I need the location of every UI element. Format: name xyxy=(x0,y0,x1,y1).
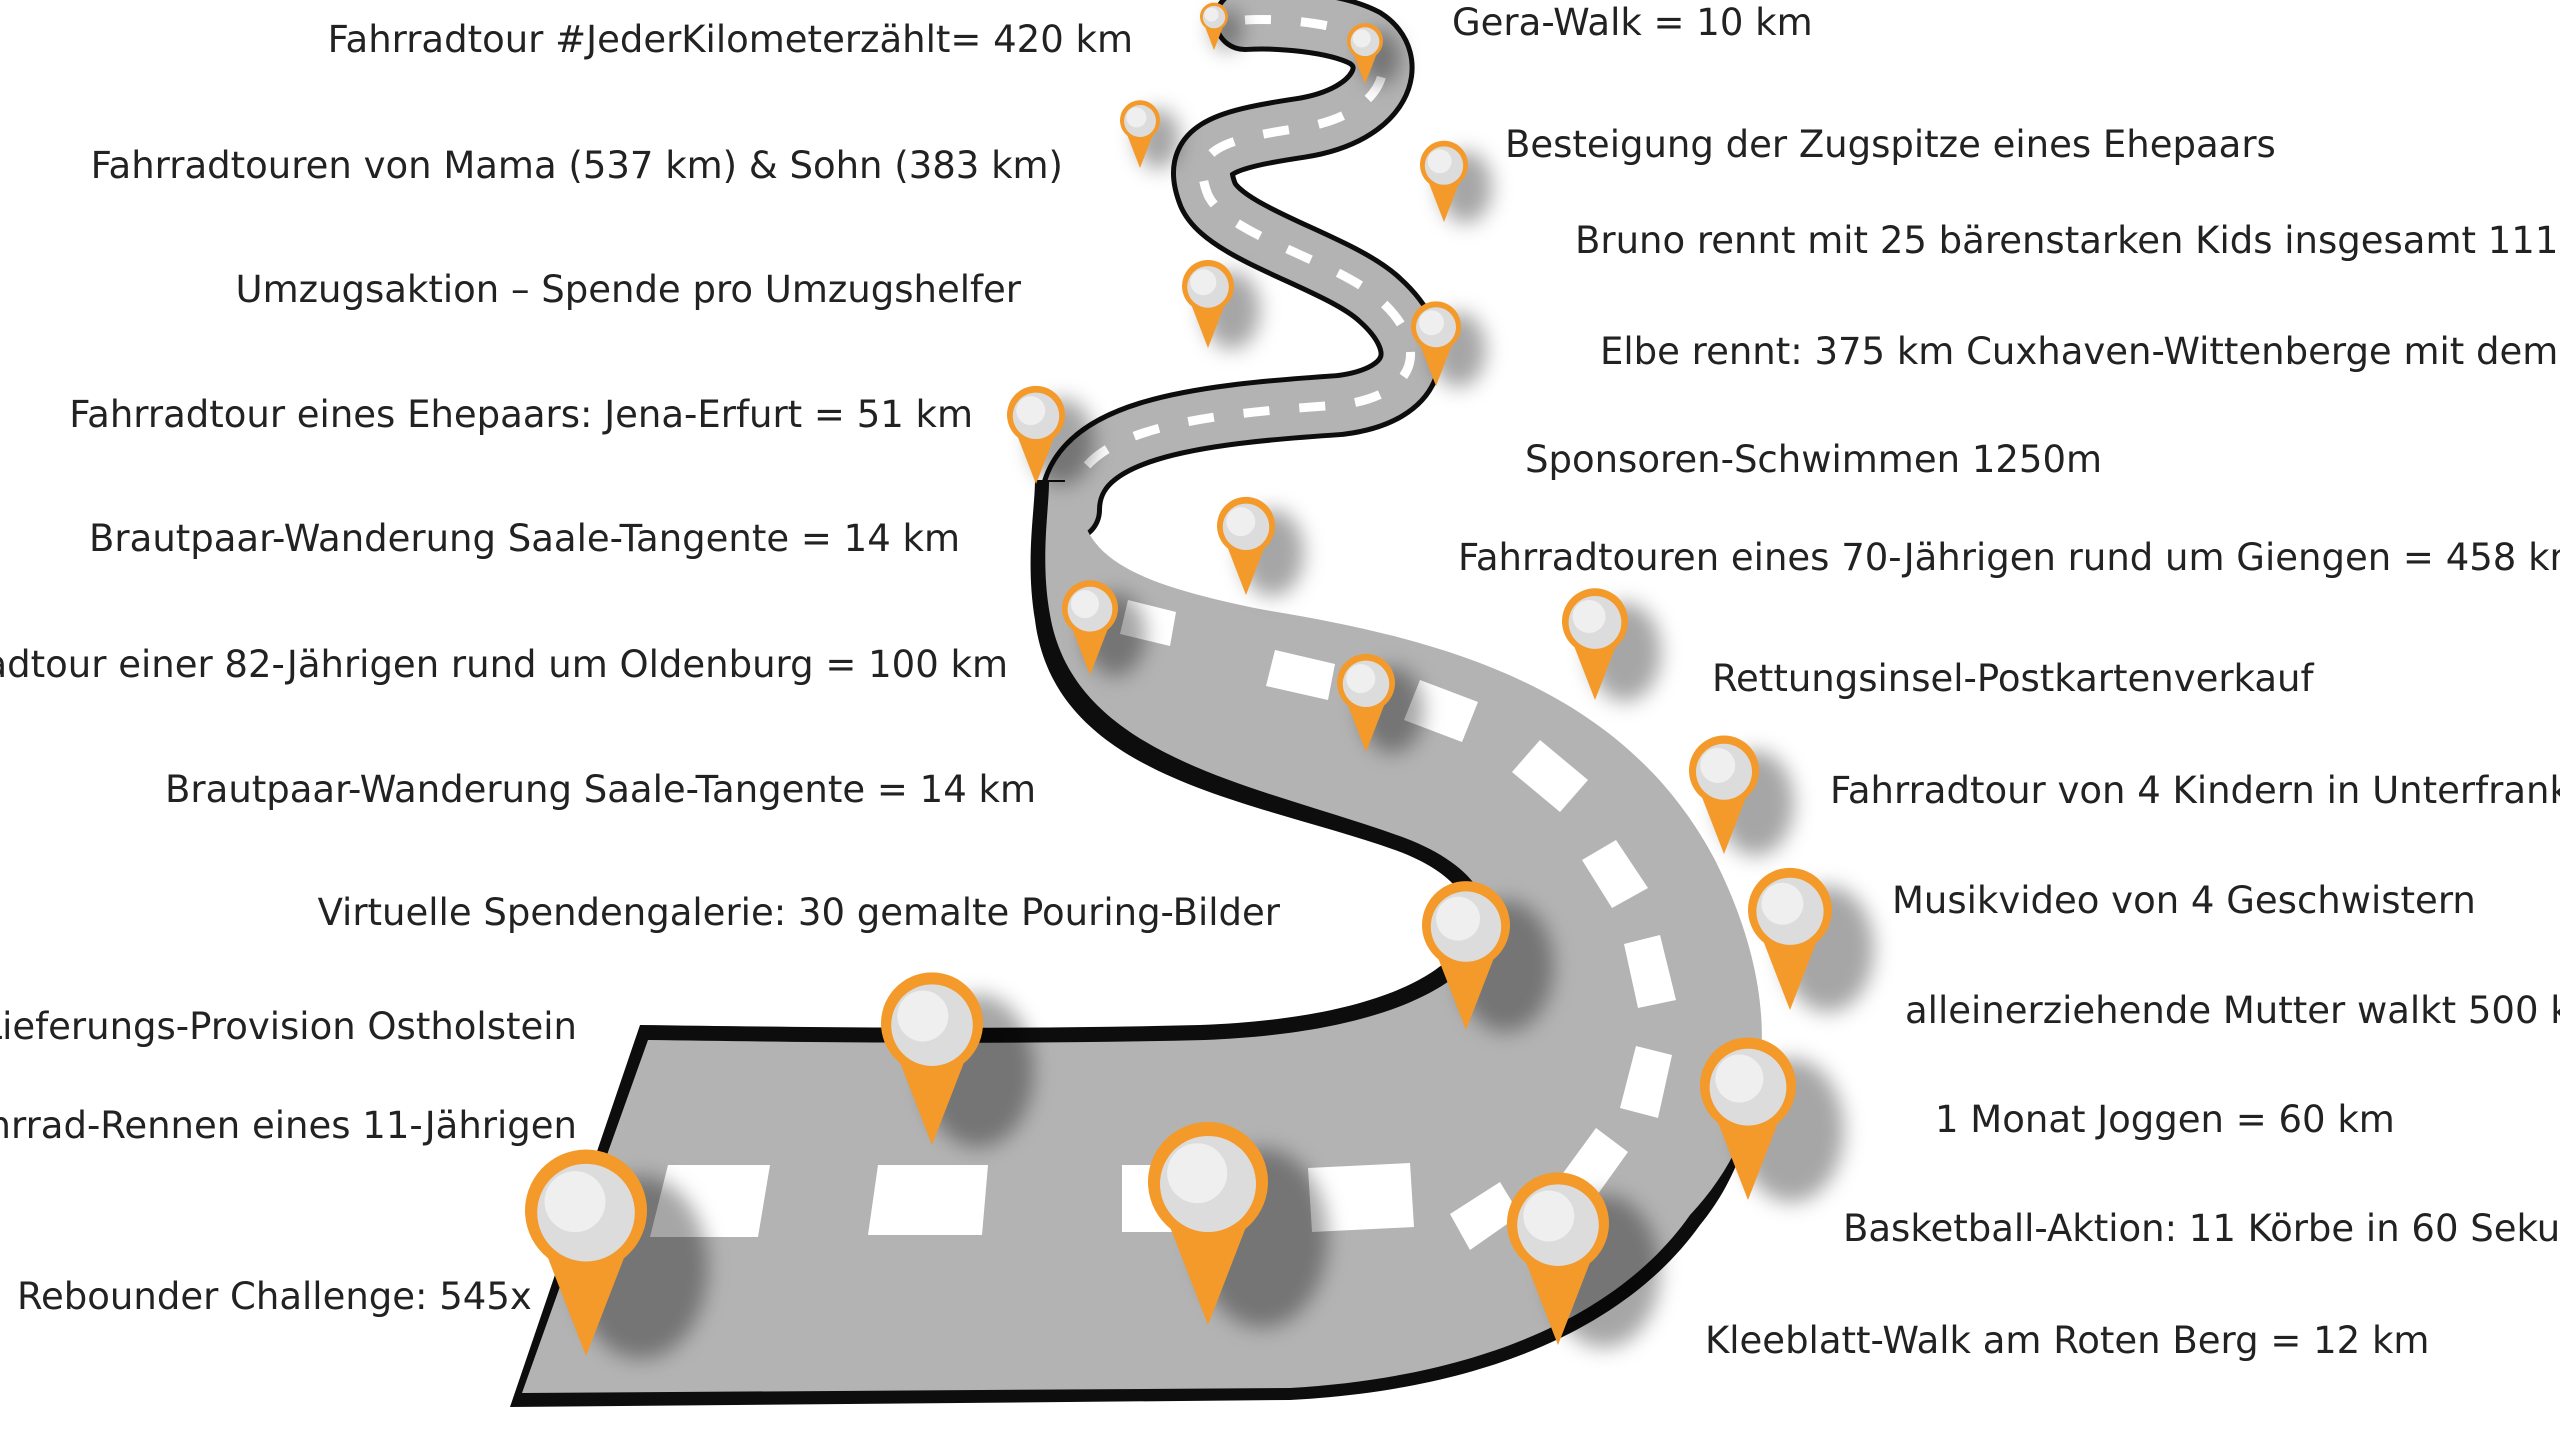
road-near-section xyxy=(510,480,1762,1407)
location-pin-icon xyxy=(1200,2,1242,51)
location-pin-icon xyxy=(1062,580,1146,677)
label-right-5: Sponsoren-Schwimmen 1250m xyxy=(1525,438,2103,481)
label-left-3: Umzugsaktion – Spende pro Umzugshelfer xyxy=(235,268,1022,311)
label-left-10: Fahrrad-Rennen eines 11-Jährigen xyxy=(0,1104,577,1147)
label-right-8: Fahrradtour von 4 Kindern in Unterfranke… xyxy=(1830,769,2560,812)
label-left-1: Fahrradtour #JederKilometerzählt= 420 km xyxy=(327,18,1133,61)
location-pin-icon xyxy=(1562,588,1661,702)
label-right-4: Elbe rennt: 375 km Cuxhaven-Wittenberge … xyxy=(1600,330,2560,373)
label-left-7: Brautpaar-Wanderung Saale-Tangente = 14 … xyxy=(165,768,1036,811)
location-pin-icon xyxy=(525,1149,709,1360)
location-pin-icon xyxy=(1411,301,1486,388)
label-right-13: Kleeblatt-Walk am Roten Berg = 12 km xyxy=(1705,1319,2430,1362)
location-pin-icon xyxy=(1148,1121,1328,1328)
location-pin-icon xyxy=(1346,23,1401,85)
label-right-7: Rettungsinsel-Postkartenverkauf xyxy=(1712,657,2314,700)
location-pin-icon xyxy=(1182,260,1260,350)
location-pin-icon xyxy=(1748,867,1875,1013)
label-right-9: Musikvideo von 4 Geschwistern xyxy=(1892,879,2476,922)
road-center-dashes xyxy=(650,600,1676,1250)
label-right-2: Besteigung der Zugspitze eines Ehepaars xyxy=(1505,123,2276,166)
location-pin-icon xyxy=(1420,140,1492,224)
label-left-9: Lieferungs-Provision Ostholstein xyxy=(0,1005,577,1048)
label-right-10: alleinerziehende Mutter walkt 500 km xyxy=(1905,989,2560,1032)
label-right-6: Fahrradtouren eines 70-Jährigen rund um … xyxy=(1458,536,2560,579)
location-pin-icon xyxy=(1217,496,1304,597)
label-right-3: Bruno rennt mit 25 bärenstarken Kids ins… xyxy=(1575,219,2560,262)
label-left-5: Brautpaar-Wanderung Saale-Tangente = 14 … xyxy=(89,517,960,560)
location-pin-icon xyxy=(1336,653,1424,754)
label-right-12: Basketball-Aktion: 11 Körbe in 60 Sekund… xyxy=(1843,1207,2560,1250)
label-right-11: 1 Monat Joggen = 60 km xyxy=(1935,1098,2395,1141)
label-left-11: Rebounder Challenge: 545x xyxy=(17,1275,532,1318)
location-pin-icon xyxy=(1507,1172,1660,1348)
label-left-4: Fahrradtour eines Ehepaars: Jena-Erfurt … xyxy=(69,393,973,436)
location-pin-icon xyxy=(1120,100,1180,169)
label-left-2: Fahrradtouren von Mama (537 km) & Sohn (… xyxy=(90,144,1063,187)
road-far-section xyxy=(1038,0,1443,542)
label-left-6: Fahrradtour einer 82-Jährigen rund um Ol… xyxy=(0,643,1008,686)
location-pin-icon xyxy=(1007,385,1094,486)
label-left-8: Virtuelle Spendengalerie: 30 gemalte Pou… xyxy=(317,891,1280,934)
label-right-1: Gera-Walk = 10 km xyxy=(1452,1,1813,44)
milestone-pins xyxy=(525,2,1875,1360)
location-pin-icon xyxy=(1422,881,1554,1033)
location-pin-icon xyxy=(1688,735,1794,856)
location-pin-icon xyxy=(880,972,1034,1148)
location-pin-icon xyxy=(1699,1037,1844,1203)
